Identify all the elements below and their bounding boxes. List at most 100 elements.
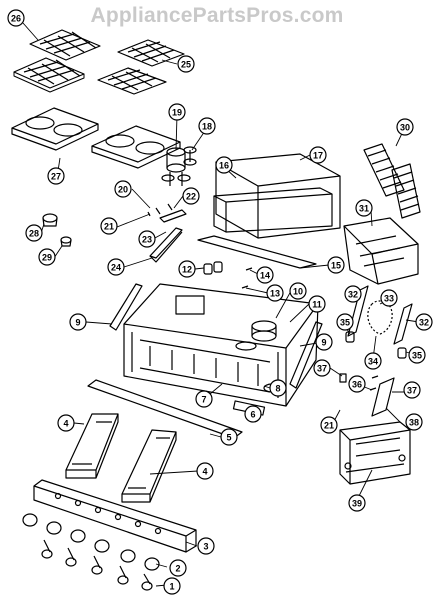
callout-label: 29: [42, 253, 52, 263]
callout-label: 9: [321, 338, 326, 348]
callout-circle: [308, 295, 326, 313]
callout-label: 21: [324, 421, 334, 431]
callout-circle: [344, 285, 362, 303]
callout-c6: 6: [244, 405, 262, 423]
callout-label: 8: [275, 384, 280, 394]
callout-label: 17: [313, 151, 323, 161]
callout-circle: [289, 282, 307, 300]
callout-label: 33: [384, 294, 394, 304]
callout-circle: [220, 428, 238, 446]
part-control-panel: [22, 479, 197, 591]
callout-label: 38: [409, 418, 419, 428]
callout-c32a: 32: [344, 285, 362, 303]
callout-label: 3: [203, 542, 208, 552]
callout-label: 4: [202, 467, 207, 477]
callout-label: 16: [219, 161, 229, 171]
part-back-panels: [213, 153, 341, 239]
callout-label: 31: [359, 204, 369, 214]
callout-label: 30: [400, 123, 410, 133]
callout-c4a: 4: [57, 414, 75, 432]
callout-circle: [114, 180, 132, 198]
part-drip-pans: [65, 413, 177, 503]
callout-c14: 14: [256, 266, 274, 284]
callout-c33: 33: [380, 289, 398, 307]
callout-circle: [38, 248, 56, 266]
part-small-fittings: [147, 203, 187, 263]
callout-c19: 19: [168, 103, 186, 121]
callout-label: 35: [412, 351, 422, 361]
callout-label: 32: [419, 318, 429, 328]
callout-circle: [408, 346, 426, 364]
callout-circle: [196, 462, 214, 480]
callout-label: 12: [182, 265, 192, 275]
callout-c21a: 21: [100, 217, 118, 235]
part-grate-top-right: [97, 39, 185, 95]
callout-label: 23: [142, 235, 152, 245]
callout-c27: 27: [47, 167, 65, 185]
callout-label: 24: [111, 263, 121, 273]
callout-c1: 1: [163, 577, 181, 595]
callout-circle: [403, 381, 421, 399]
callout-circle: [138, 230, 156, 248]
callout-label: 35: [340, 318, 350, 328]
callout-label: 37: [407, 386, 417, 396]
callout-circle: [69, 313, 87, 331]
callout-c31: 31: [355, 199, 373, 217]
callout-label: 25: [181, 60, 191, 70]
callout-c38: 38: [405, 413, 423, 431]
callout-label: 28: [29, 229, 39, 239]
callout-c24: 24: [107, 258, 125, 276]
callout-c22: 22: [182, 187, 200, 205]
part-loose-knobs: [42, 213, 72, 247]
callout-circle: [182, 187, 200, 205]
callout-circle: [256, 266, 274, 284]
callout-layer: 1234456789910111213141516171819202121222…: [7, 9, 433, 595]
callout-circle: [405, 413, 423, 431]
callout-c29: 29: [38, 248, 56, 266]
callout-circle: [309, 146, 327, 164]
callout-circle: [269, 379, 287, 397]
callout-circle: [100, 217, 118, 235]
callout-circle: [348, 494, 366, 512]
callout-circle: [163, 577, 181, 595]
callout-label: 5: [226, 433, 231, 443]
callout-circle: [315, 333, 333, 351]
callout-label: 19: [172, 108, 182, 118]
callout-label: 13: [270, 289, 280, 299]
callout-circle: [320, 416, 338, 434]
callout-c35a: 35: [336, 313, 354, 331]
callout-label: 39: [352, 499, 362, 509]
part-front-trim: [87, 379, 266, 439]
callout-circle: [355, 199, 373, 217]
part-gas-regulator: [161, 146, 197, 186]
part-grill-body: [123, 283, 319, 407]
callout-label: 21: [104, 222, 114, 232]
callout-c35b: 35: [408, 346, 426, 364]
callout-circle: [348, 375, 366, 393]
callout-circle: [327, 256, 345, 274]
callout-label: 4: [63, 419, 68, 429]
callout-label: 32: [348, 290, 358, 300]
leader-lines: [22, 22, 420, 587]
callout-c32b: 32: [415, 313, 433, 331]
callout-label: 18: [202, 122, 212, 132]
callout-circle: [396, 118, 414, 136]
callout-label: 10: [293, 287, 303, 297]
callout-c15: 15: [327, 256, 345, 274]
part-side-rails: [109, 283, 323, 389]
part-smoker-box: [339, 375, 411, 485]
callout-circle: [177, 55, 195, 73]
callout-label: 22: [186, 192, 196, 202]
callout-c37b: 37: [403, 381, 421, 399]
callout-circle: [47, 167, 65, 185]
callout-c9b: 9: [315, 333, 333, 351]
callout-c10: 10: [289, 282, 307, 300]
callout-c17: 17: [309, 146, 327, 164]
callout-circle: [266, 284, 284, 302]
callout-circle: [380, 289, 398, 307]
callout-label: 14: [260, 271, 270, 281]
callout-circle: [168, 103, 186, 121]
callout-c16: 16: [215, 156, 233, 174]
callout-label: 6: [250, 410, 255, 420]
